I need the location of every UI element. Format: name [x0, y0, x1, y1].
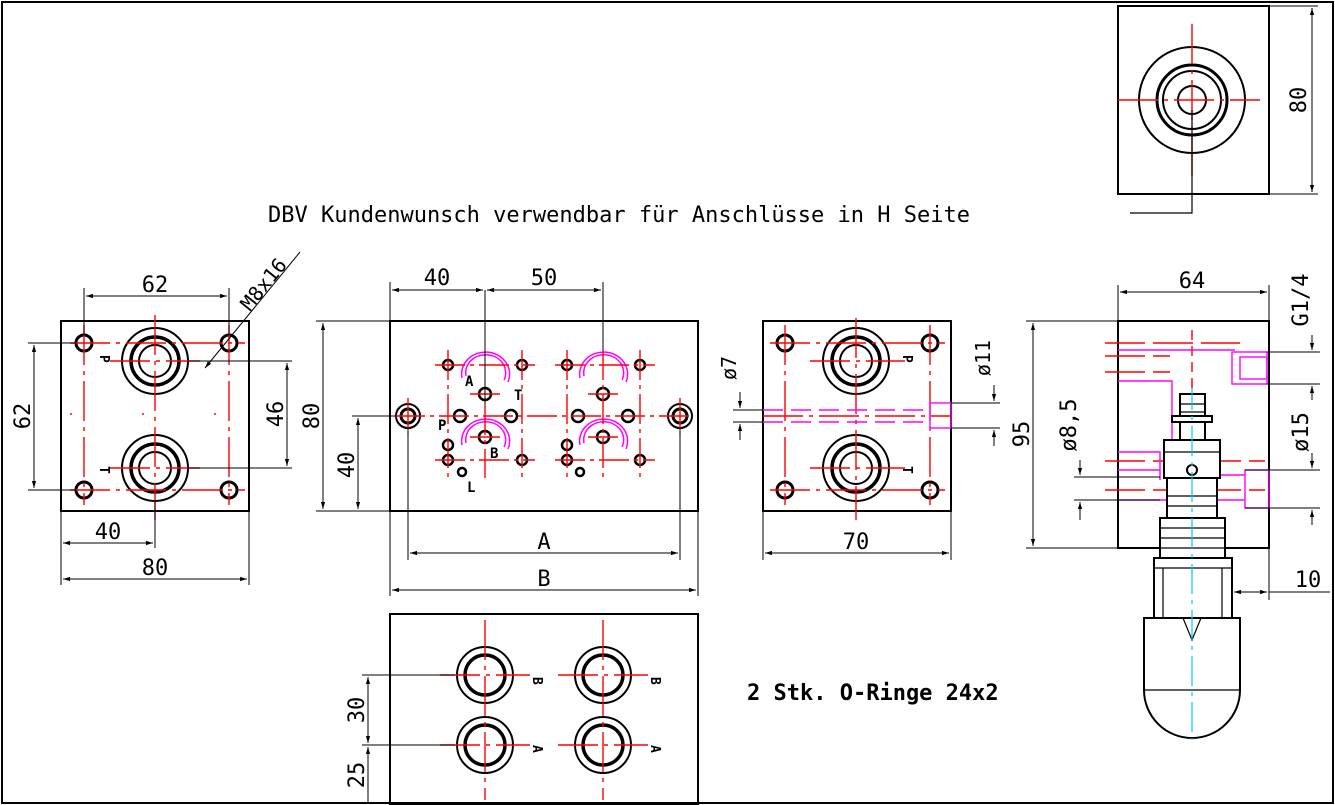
left-thread-label: M8x16 [235, 253, 292, 315]
center-dim-40v: 40 [335, 452, 360, 479]
center-label-a: A [465, 374, 474, 390]
left-dim-62-side: 62 [11, 403, 36, 430]
bottom-dim-25: 25 [345, 762, 370, 789]
side-dim-64: 64 [1179, 269, 1206, 294]
left-label-p: P [96, 355, 111, 363]
side-dim-g14: G1/4 [1289, 274, 1314, 327]
bottom-dim-30: 30 [345, 697, 370, 724]
center-dim-50: 50 [531, 266, 558, 291]
right-dim-70: 70 [843, 530, 870, 555]
left-view: P T 62 M8x16 62 46 40 80 [11, 251, 301, 585]
bottom-label-b1: B [529, 677, 544, 685]
side-dim-d15: ø15 [1289, 412, 1314, 452]
side-dim-95: 95 [1010, 421, 1035, 448]
right-view: P T ø7 ø11 70 [717, 318, 1000, 560]
side-dim-d85: ø8,5 [1057, 399, 1082, 452]
bottom-label-b2: B [647, 677, 662, 685]
left-dim-46: 46 [264, 401, 289, 428]
top-dim-80: 80 [1287, 87, 1312, 114]
bottom-view: B B A A 30 25 [345, 613, 699, 805]
center-dim-b: B [537, 567, 550, 592]
right-dim-d11: ø11 [971, 340, 995, 376]
center-label-t: T [514, 388, 522, 404]
left-dim-80: 80 [142, 556, 169, 581]
bottom-label-a2: A [647, 745, 662, 753]
left-dim-62-top: 62 [142, 273, 169, 298]
top-view: 80 [1117, 5, 1318, 214]
side-view: 64 G1/4 95 ø8,5 ø15 10 [1010, 269, 1330, 740]
bottom-label-a1: A [529, 745, 544, 753]
side-dim-10: 10 [1295, 568, 1322, 593]
left-dim-40: 40 [95, 520, 122, 545]
dbv-note: DBV Kundenwunsch verwendbar für Anschlüs… [268, 203, 970, 228]
center-view: A T P B L 40 50 80 40 A B [300, 266, 699, 596]
oring-note: 2 Stk. O-Ringe 24x2 [747, 681, 999, 706]
center-label-b: B [490, 446, 498, 462]
center-dim-80: 80 [300, 403, 325, 430]
center-label-p: P [438, 418, 446, 434]
center-dim-a: A [537, 530, 550, 555]
center-label-l: L [467, 480, 475, 496]
right-dim-d7: ø7 [717, 356, 741, 380]
left-label-t: T [96, 466, 111, 474]
center-dim-40: 40 [424, 266, 451, 291]
right-label-t: T [899, 466, 914, 474]
right-label-p: P [899, 355, 914, 363]
